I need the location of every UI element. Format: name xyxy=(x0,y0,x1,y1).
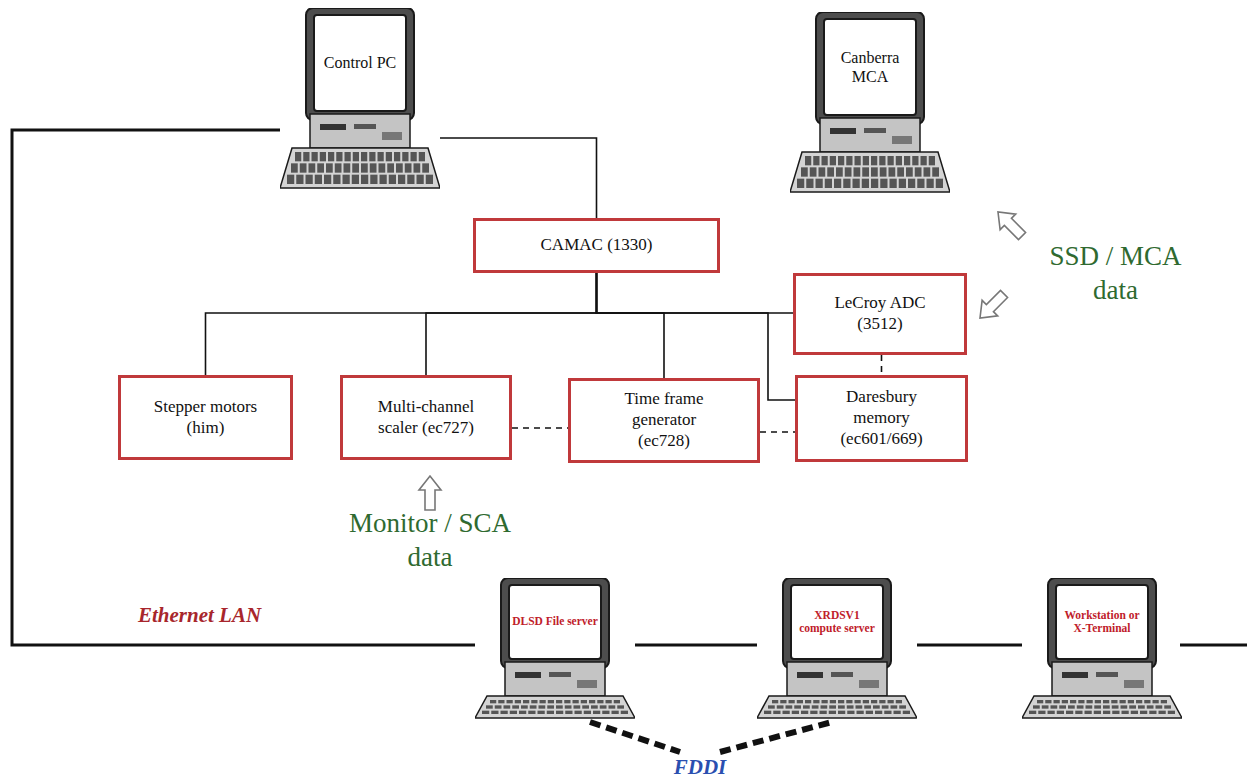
screen-area: XRDSV1 compute server xyxy=(793,587,881,657)
callout-arrows xyxy=(419,204,1030,510)
connector-path xyxy=(426,273,597,375)
hollow-arrow xyxy=(972,286,1012,326)
connector-path xyxy=(206,273,597,375)
module-label: CAMAC (1330) xyxy=(541,235,653,256)
box-text-holder: LeCroy ADC (3512) xyxy=(820,293,940,334)
adc-module: LeCroy ADC (3512) xyxy=(793,273,967,355)
module-label: Time frame generator (ec728) xyxy=(609,389,719,451)
connector xyxy=(206,273,597,375)
connector-path xyxy=(720,722,832,752)
hollow-arrow xyxy=(419,476,441,510)
connector xyxy=(597,273,794,313)
box-text-holder: Daresbury memory (ec601/669) xyxy=(827,387,937,449)
box-text-holder: Time frame generator (ec728) xyxy=(609,389,719,451)
computer-label: Workstation or X-Terminal xyxy=(1058,609,1146,635)
hollow-arrow xyxy=(990,204,1030,244)
screen-area: DLSD File server xyxy=(511,587,599,657)
computer-icon xyxy=(280,8,440,190)
connector xyxy=(590,722,832,752)
screen-area: Workstation or X-Terminal xyxy=(1058,587,1146,657)
computer-label: Control PC xyxy=(324,53,396,72)
computer-icon xyxy=(475,578,635,720)
screen-area: Control PC xyxy=(316,17,404,109)
workstation: Workstation or X-Terminal xyxy=(1022,578,1182,720)
module-label: Daresbury memory (ec601/669) xyxy=(827,387,937,449)
memory-module: Daresbury memory (ec601/669) xyxy=(795,375,968,462)
computer-icon xyxy=(757,578,917,720)
screen-area: Canberra MCA xyxy=(826,21,914,113)
computer-icon xyxy=(1022,578,1182,720)
connector xyxy=(597,273,665,378)
box-text-holder: CAMAC (1330) xyxy=(541,235,653,256)
scaler-module: Multi-channel scaler (ec727) xyxy=(340,375,512,460)
computer-icon xyxy=(790,12,950,194)
mca-computer: Canberra MCA xyxy=(790,12,950,194)
connector-path xyxy=(590,722,680,752)
box-text-holder: Stepper motors (him) xyxy=(141,397,271,438)
module-label: Stepper motors (him) xyxy=(141,397,271,438)
connector-path xyxy=(881,355,883,375)
network-label: Ethernet LAN xyxy=(138,602,328,628)
compute-server: XRDSV1 compute server xyxy=(757,578,917,720)
computer-label: XRDSV1 compute server xyxy=(793,609,881,635)
data-callout: Monitor / SCA data xyxy=(345,507,515,575)
ethernet-line xyxy=(1180,644,1247,647)
connector-path xyxy=(512,427,568,429)
stepper-module: Stepper motors (him) xyxy=(118,375,293,460)
connector xyxy=(635,645,757,646)
connector-path xyxy=(597,273,794,313)
network-label: FDDI xyxy=(650,756,750,779)
camac-crate: CAMAC (1330) xyxy=(473,218,720,273)
connector-path xyxy=(760,431,795,433)
connector xyxy=(760,432,795,433)
connector-path xyxy=(440,138,597,218)
connector xyxy=(440,138,597,218)
module-label: Multi-channel scaler (ec727) xyxy=(361,397,491,438)
connector xyxy=(512,428,568,429)
timeframe-module: Time frame generator (ec728) xyxy=(568,378,760,463)
connector-path xyxy=(597,273,665,378)
data-callout: SSD / MCA data xyxy=(1028,240,1203,308)
control-pc: Control PC xyxy=(280,8,440,190)
connector-path xyxy=(917,644,1022,647)
connector xyxy=(426,273,597,375)
computer-label: DLSD File server xyxy=(512,615,598,628)
module-label: LeCroy ADC (3512) xyxy=(820,293,940,334)
connector-path xyxy=(635,644,757,647)
computer-label: Canberra MCA xyxy=(826,48,914,86)
connector xyxy=(917,645,1022,646)
box-text-holder: Multi-channel scaler (ec727) xyxy=(361,397,491,438)
connector xyxy=(881,355,882,375)
file-server: DLSD File server xyxy=(475,578,635,720)
